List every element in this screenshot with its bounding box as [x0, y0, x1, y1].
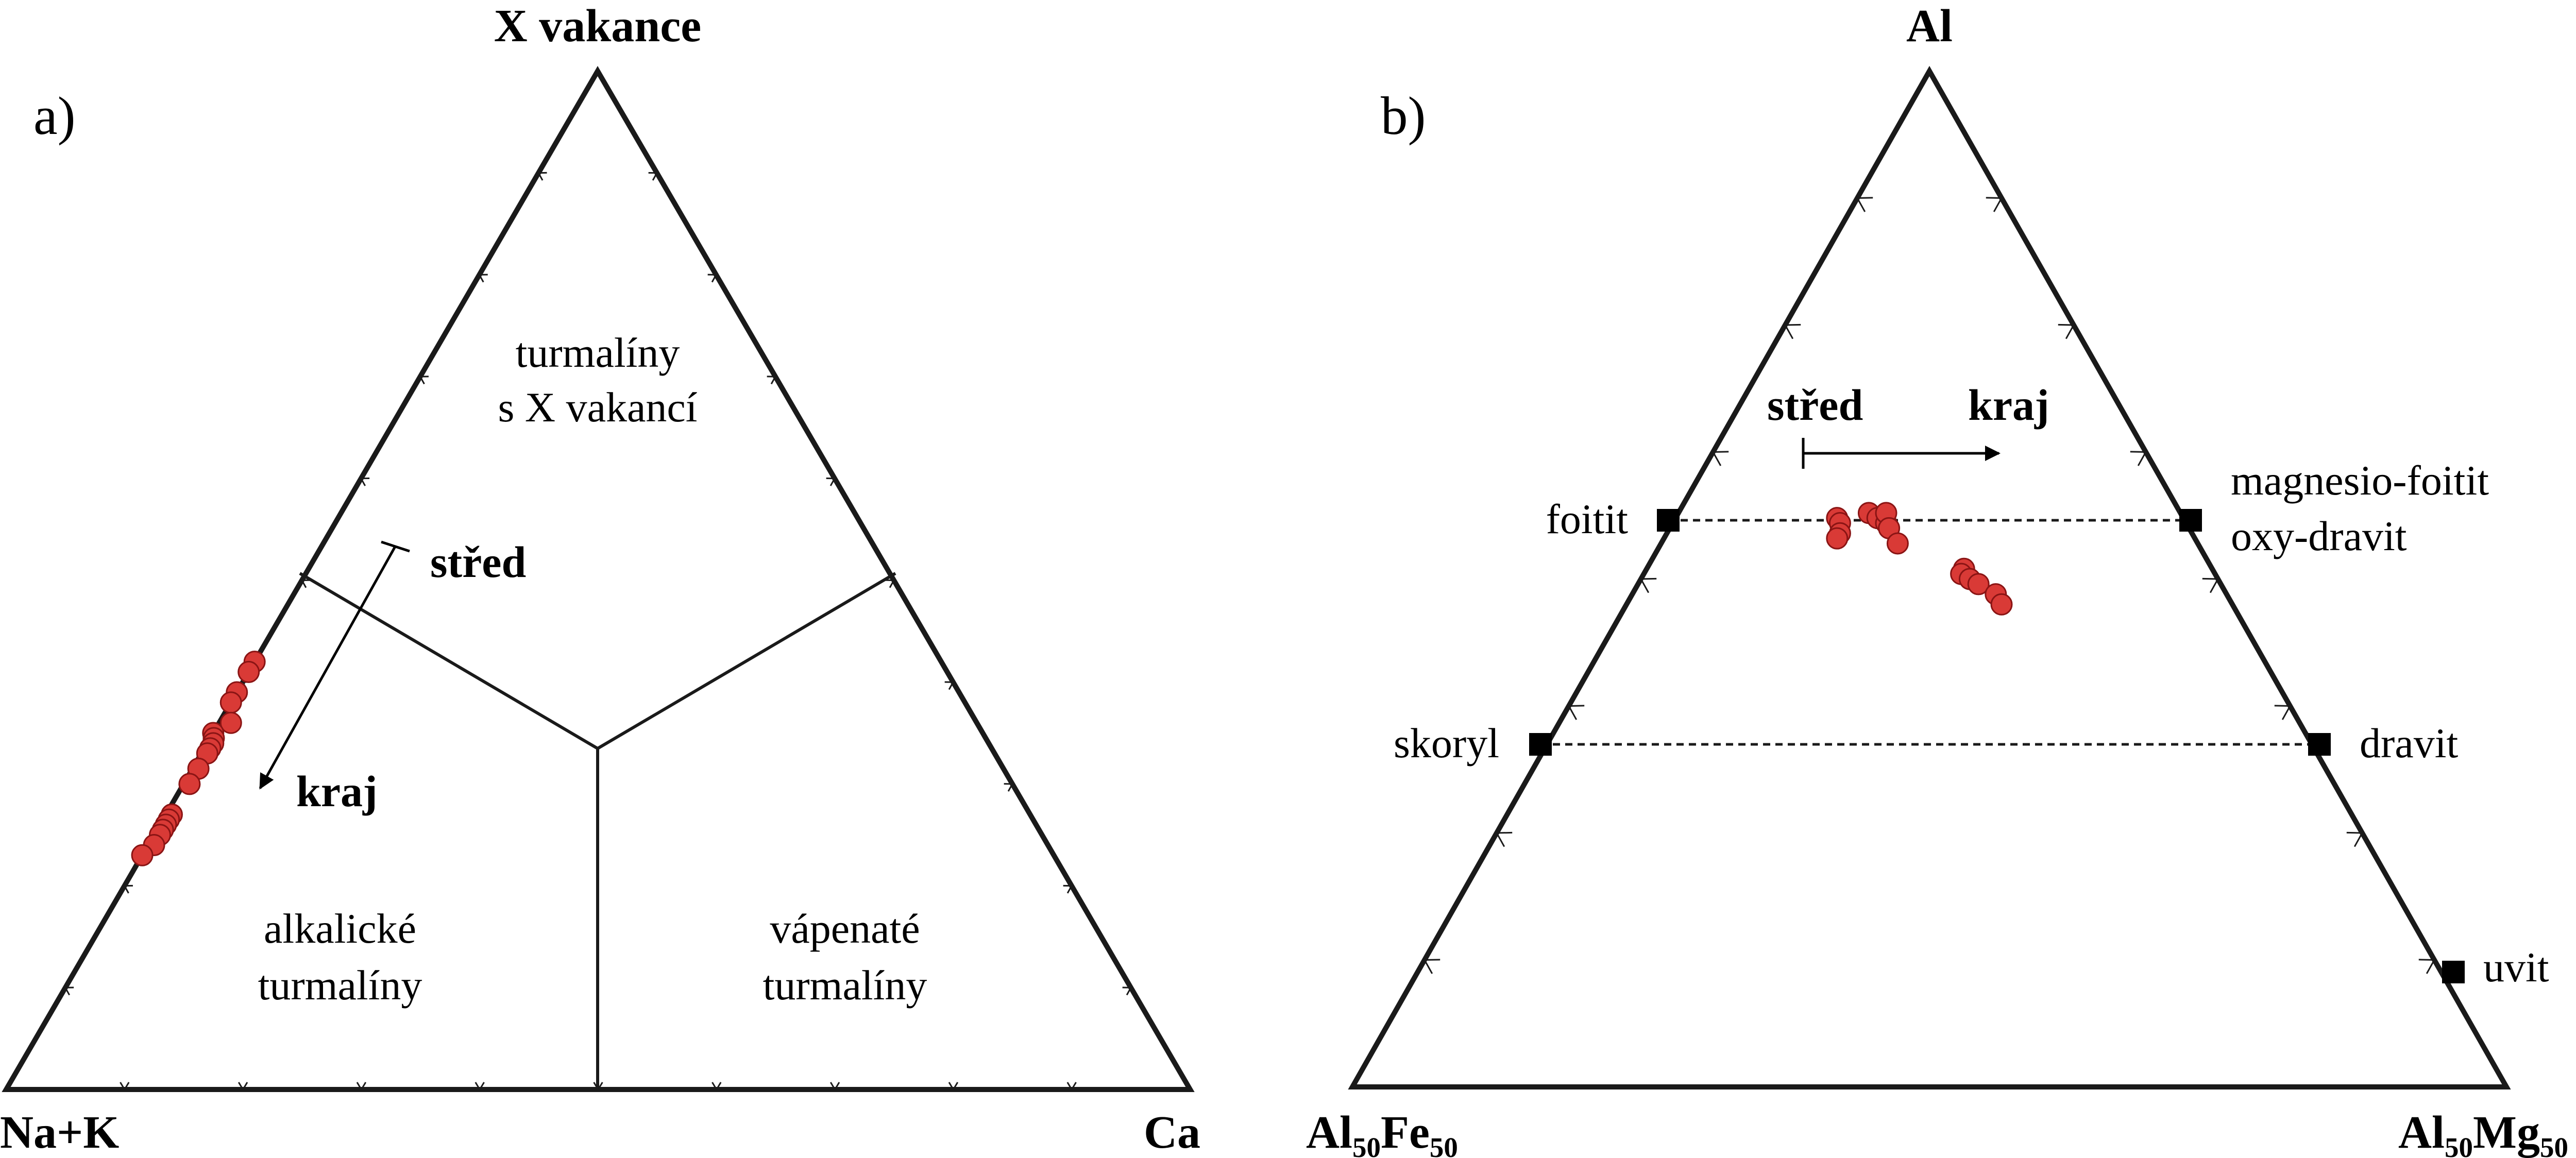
end-member-dravit-marker — [2308, 733, 2331, 756]
end-member-skoryl-marker — [1529, 733, 1552, 756]
a-bottom-tick — [948, 1082, 959, 1091]
data-point — [131, 844, 154, 866]
panel-a-data-points — [131, 651, 266, 866]
a-right-tick — [1063, 884, 1073, 894]
panel-a-apex-top: X vakance — [494, 1, 702, 52]
b-right-tick — [2130, 451, 2147, 466]
panel-b-data-points — [1826, 502, 2013, 616]
panel-b-arrow-start-label: střed — [1767, 380, 1863, 430]
a-right-tick — [1122, 986, 1132, 996]
a-bottom-tick — [356, 1082, 367, 1091]
data-point — [1967, 573, 1990, 595]
field-calcic-line1: vápenaté — [770, 905, 920, 952]
b-left-tick — [1423, 959, 1440, 974]
a-left-tick — [419, 376, 429, 385]
b-left-tick — [1495, 831, 1513, 847]
panel-a-apex-left: Na+K — [0, 1107, 119, 1158]
a-left-tick — [360, 478, 370, 486]
data-point — [238, 660, 260, 683]
field-calcic-line2: turmalíny — [763, 962, 927, 1009]
panel-b-apex-left: Al50Fe50 — [1306, 1107, 1458, 1158]
field-vacancy-line2: s X vakancí — [498, 384, 697, 431]
b-right-tick — [2346, 831, 2364, 847]
end-member-foitit-marker — [1657, 509, 1680, 532]
panel-b: b) Al Al50Fe50 Al50Mg50 foitit magnesio-… — [1306, 1, 2568, 1158]
a-left-tick — [478, 274, 488, 283]
label-oxy-dravit: oxy-dravit — [2231, 513, 2407, 559]
data-point — [1886, 532, 1909, 555]
a-right-tick — [944, 681, 955, 690]
end-member-uvit-marker — [2442, 961, 2465, 983]
b-left-tick — [1711, 451, 1729, 466]
field-alkali-line2: turmalíny — [258, 962, 422, 1009]
data-point — [219, 711, 242, 734]
end-member-magnesio-foitit-marker — [2179, 509, 2202, 532]
a-bottom-tick — [829, 1082, 840, 1091]
a-right-tick — [648, 172, 658, 181]
a-left-tick — [64, 986, 74, 996]
a-right-tick — [1004, 783, 1014, 792]
data-point — [1826, 527, 1849, 550]
label-dravit: dravit — [2360, 720, 2458, 767]
panel-a-label: a) — [33, 86, 76, 146]
panel-a-arrow-startbar — [381, 540, 410, 553]
b-right-tick — [2418, 959, 2436, 974]
field-alkali-line1: alkalické — [264, 905, 416, 952]
panel-a-arrow-start-label: střed — [430, 537, 526, 587]
b-right-tick — [2202, 577, 2219, 593]
panel-a-boundary-right — [597, 572, 896, 750]
a-left-tick — [300, 579, 311, 588]
panel-b-apex-right: Al50Mg50 — [2398, 1107, 2568, 1158]
panel-a-boundary-left — [299, 572, 599, 750]
a-bottom-tick — [238, 1082, 248, 1091]
b-left-tick — [1784, 323, 1801, 339]
b-right-tick — [2274, 705, 2292, 720]
a-right-tick — [826, 478, 836, 486]
b-left-tick — [1567, 705, 1585, 720]
a-right-tick — [885, 579, 895, 588]
panel-a-zoning-arrow — [259, 546, 397, 790]
a-right-tick — [707, 274, 718, 283]
data-point — [1990, 593, 2013, 616]
field-vacancy-line1: turmalíny — [516, 329, 680, 376]
label-magnesio-foitit: magnesio-foitit — [2231, 457, 2489, 504]
panel-a: a) X vakance Na+K Ca turmalíny s X vakan… — [0, 1, 1200, 1158]
a-bottom-tick — [711, 1082, 722, 1091]
panel-a-apex-right: Ca — [1144, 1107, 1200, 1158]
panel-b-arrow-end-label: kraj — [1968, 380, 2049, 430]
data-point — [178, 773, 201, 795]
a-bottom-tick — [1066, 1082, 1077, 1091]
a-left-tick — [123, 884, 133, 894]
label-foitit: foitit — [1546, 496, 1629, 542]
b-right-tick — [2058, 323, 2075, 339]
label-skoryl: skoryl — [1394, 720, 1499, 767]
panel-b-ticks — [1423, 197, 2436, 974]
b-left-tick — [1639, 577, 1657, 593]
panel-b-apex-top: Al — [1906, 1, 1953, 52]
panel-a-ticks — [64, 172, 1132, 1091]
b-left-tick — [1856, 197, 1873, 212]
panel-b-triangle — [1348, 65, 2511, 1089]
a-left-tick — [537, 172, 547, 181]
a-bottom-tick — [474, 1082, 485, 1091]
a-right-tick — [767, 376, 777, 385]
a-bottom-tick — [120, 1082, 130, 1091]
label-uvit: uvit — [2483, 944, 2549, 991]
panel-b-label: b) — [1381, 86, 1426, 146]
data-point — [219, 691, 242, 714]
b-right-tick — [1986, 197, 2003, 212]
panel-a-arrow-end-label: kraj — [296, 767, 378, 816]
